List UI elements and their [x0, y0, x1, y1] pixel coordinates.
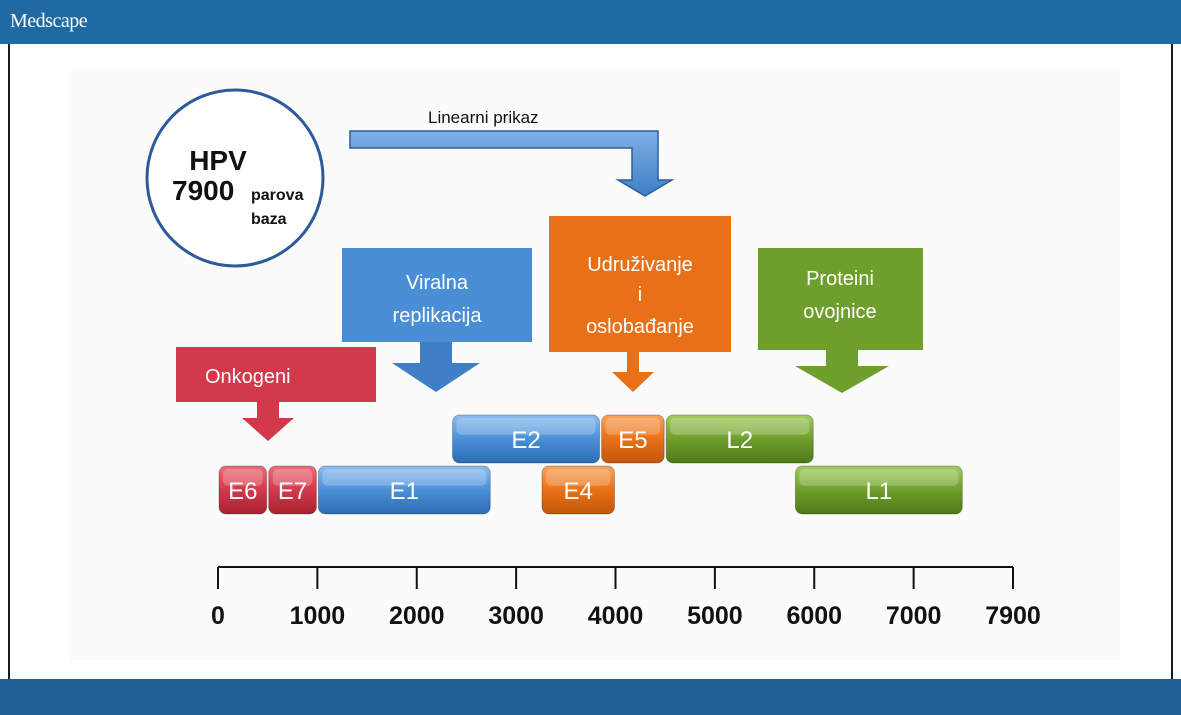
- gene-l2-label: L2: [726, 427, 753, 454]
- gene-l2-block: [665, 414, 814, 464]
- gene-l2-highlight: [670, 418, 810, 435]
- genome-size-unit-1: parova: [251, 187, 304, 204]
- callout-replication: Viralna replikacija: [342, 248, 532, 392]
- callout-assembly-label-2: i: [638, 284, 642, 306]
- linear-view-arrow: Linearni prikaz: [349, 108, 675, 197]
- axis-tick-label: 7000: [886, 602, 942, 630]
- callout-replication-label-1: Viralna: [406, 272, 469, 294]
- axis-tick-label: 1000: [290, 602, 346, 630]
- callout-assembly-label-1: Udruživanje: [587, 254, 693, 276]
- axis-tick-label: 6000: [786, 602, 842, 630]
- gene-e2-highlight: [456, 418, 596, 435]
- genome-circle: HPV 7900 parova baza: [145, 88, 325, 268]
- callout-oncogenes-label: Onkogeni: [205, 366, 291, 388]
- axis-tick-label: 5000: [687, 602, 743, 630]
- gene-e4-highlight: [545, 469, 611, 486]
- genome-title: HPV: [189, 145, 247, 176]
- gene-e6-block: [218, 465, 268, 515]
- gene-l1-label: L1: [865, 478, 892, 505]
- gene-l1-block: [794, 465, 963, 515]
- gene-e6-highlight: [223, 469, 263, 486]
- gene-e4-block: [541, 465, 615, 515]
- gene-e7-highlight: [272, 469, 313, 486]
- genome-size-number: 7900: [172, 175, 234, 206]
- header-bar: Medscape: [0, 0, 1181, 44]
- brand-logo: Medscape: [10, 10, 88, 32]
- callout-assembly-label-3: oslobađanje: [586, 316, 694, 338]
- callout-capsid: Proteini ovojnice: [758, 248, 923, 393]
- gene-e7-label: E7: [278, 478, 307, 505]
- gene-e4-label: E4: [564, 478, 593, 505]
- callout-capsid-label-2: ovojnice: [803, 301, 876, 323]
- gene-e5-label: E5: [618, 427, 647, 454]
- axis-tick-label: 7900: [985, 602, 1041, 630]
- genome-position-axis: 0 1000 2000 3000 4000 5000 6000 7000 7900: [211, 566, 1041, 630]
- gene-e1-block: [317, 465, 491, 515]
- axis-tick-label: 4000: [588, 602, 644, 630]
- gene-e2-block: [452, 414, 601, 464]
- gene-e5-highlight: [605, 418, 661, 435]
- linear-view-label: Linearni prikaz: [428, 108, 539, 127]
- gene-e5-block: [601, 414, 665, 464]
- callout-oncogenes: Onkogeni: [176, 347, 376, 441]
- axis-tick-label: 3000: [488, 602, 544, 630]
- callout-replication-label-2: replikacija: [393, 305, 483, 327]
- gene-e1-highlight: [322, 469, 487, 486]
- axis-tick-label: 2000: [389, 602, 445, 630]
- gene-e1-label: E1: [390, 478, 419, 505]
- axis-tick-label: 0: [211, 602, 225, 630]
- callout-capsid-label-1: Proteini: [806, 268, 874, 290]
- footer-bar: [0, 679, 1181, 715]
- genome-size-unit-2: baza: [251, 211, 287, 228]
- gene-e2-label: E2: [511, 427, 540, 454]
- callout-assembly: Udruživanje i oslobađanje: [549, 216, 731, 392]
- gene-e6-label: E6: [228, 478, 257, 505]
- gene-e7-block: [268, 465, 317, 515]
- gene-l1-highlight: [799, 469, 959, 486]
